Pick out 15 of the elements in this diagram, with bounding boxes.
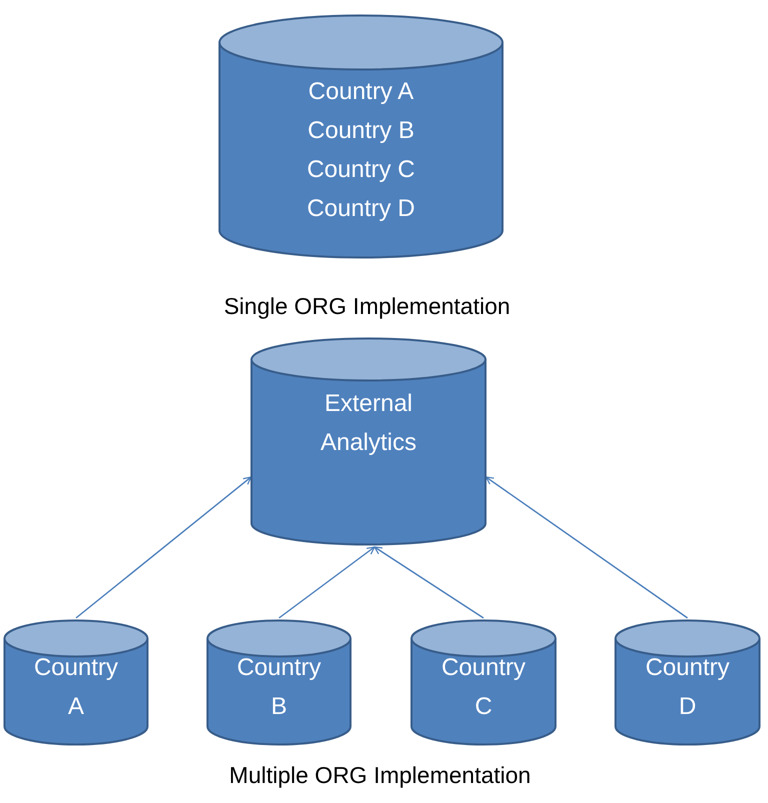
node-label: Country B <box>236 653 322 722</box>
arrow <box>374 546 484 619</box>
arrow <box>76 476 252 619</box>
node-label: Country A <box>32 653 120 722</box>
caption-text: Multiple ORG Implementation <box>229 761 531 790</box>
arrow <box>278 546 376 619</box>
node-label: External Analytics <box>319 389 418 458</box>
arrow <box>485 476 688 619</box>
node-label: Country C <box>306 155 416 185</box>
node-label: Country C <box>440 653 527 722</box>
node-label: Country A <box>308 77 414 107</box>
caption-text: Single ORG Implementation <box>224 292 510 321</box>
node-label: Country B <box>308 116 414 146</box>
node-label: Country D <box>644 653 731 722</box>
node-label: Country D <box>306 194 416 224</box>
